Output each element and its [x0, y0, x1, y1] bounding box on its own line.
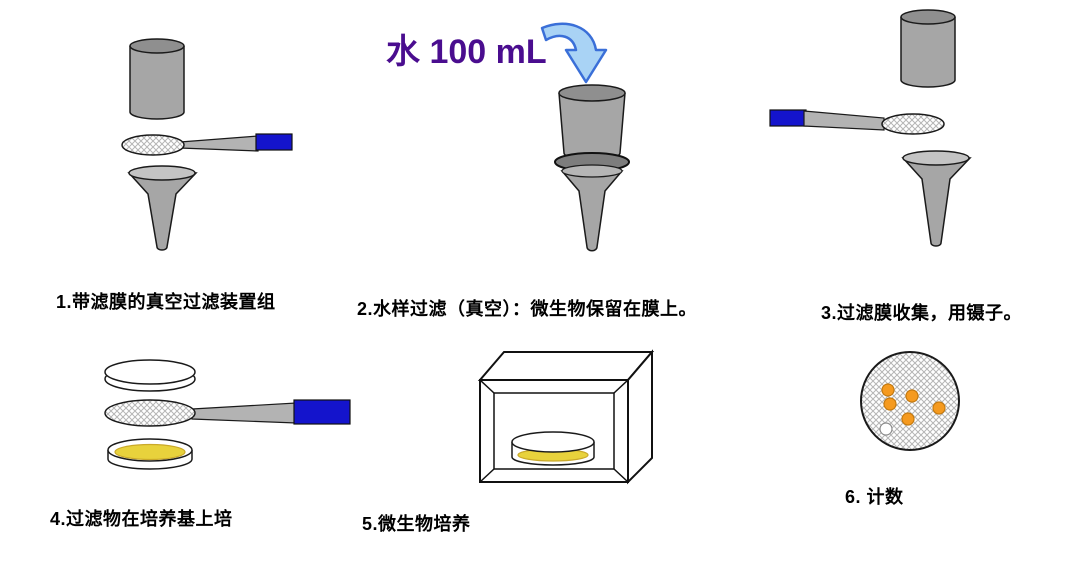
tweezers-handle: [255, 133, 293, 151]
tweezers-handle: [293, 399, 351, 425]
filter-membrane: [881, 113, 945, 135]
step6-colony-count: [860, 351, 960, 451]
pour-arrow-icon: [540, 22, 608, 84]
funnel-base-assembled: [560, 164, 624, 252]
petri-dish-lid: [104, 359, 196, 392]
step5-incubator: [477, 349, 655, 485]
step2-label: 2.水样过滤（真空）：微生物保留在膜上。: [357, 299, 698, 319]
step5-label: 5.微生物培养: [362, 514, 471, 534]
culture-medium: [114, 443, 186, 461]
step6-label: 6. 计数: [845, 487, 904, 507]
colony-dot-empty: [879, 422, 893, 436]
filter-cup-cylinder: [129, 38, 185, 120]
step4-apparatus: [104, 359, 351, 470]
step4-label: 4.过滤物在培养基上培: [50, 509, 233, 529]
step2-apparatus: [540, 22, 630, 252]
funnel-base-3: [901, 150, 972, 247]
tweezers-with-membrane: [121, 133, 293, 156]
step1-label: 1.带滤膜的真空过滤装置组: [56, 292, 276, 312]
step3-apparatus: [769, 9, 972, 247]
colony-dot: [901, 412, 915, 426]
tweezers-handle: [769, 109, 807, 127]
colony-dot: [932, 401, 946, 415]
assembled-filter-cup: [558, 84, 626, 161]
petri-dish-with-medium: [107, 438, 193, 470]
filter-cup-cylinder-3: [900, 9, 956, 88]
colony-dot: [883, 397, 897, 411]
tweezers-with-membrane-3: [769, 109, 945, 135]
filter-membrane: [121, 134, 185, 156]
filter-membrane: [104, 399, 196, 427]
water-volume-title: 水 100 mL: [386, 33, 547, 71]
incubator-top-face: [477, 351, 655, 381]
step3-label: 3.过滤膜收集，用镊子。: [821, 303, 1023, 323]
petri-dish-inside: [511, 431, 595, 466]
funnel-base: [127, 165, 198, 251]
step1-apparatus: [121, 38, 293, 251]
tweezers-with-membrane-4: [104, 399, 351, 427]
colony-dot: [905, 389, 919, 403]
colony-dot: [881, 383, 895, 397]
